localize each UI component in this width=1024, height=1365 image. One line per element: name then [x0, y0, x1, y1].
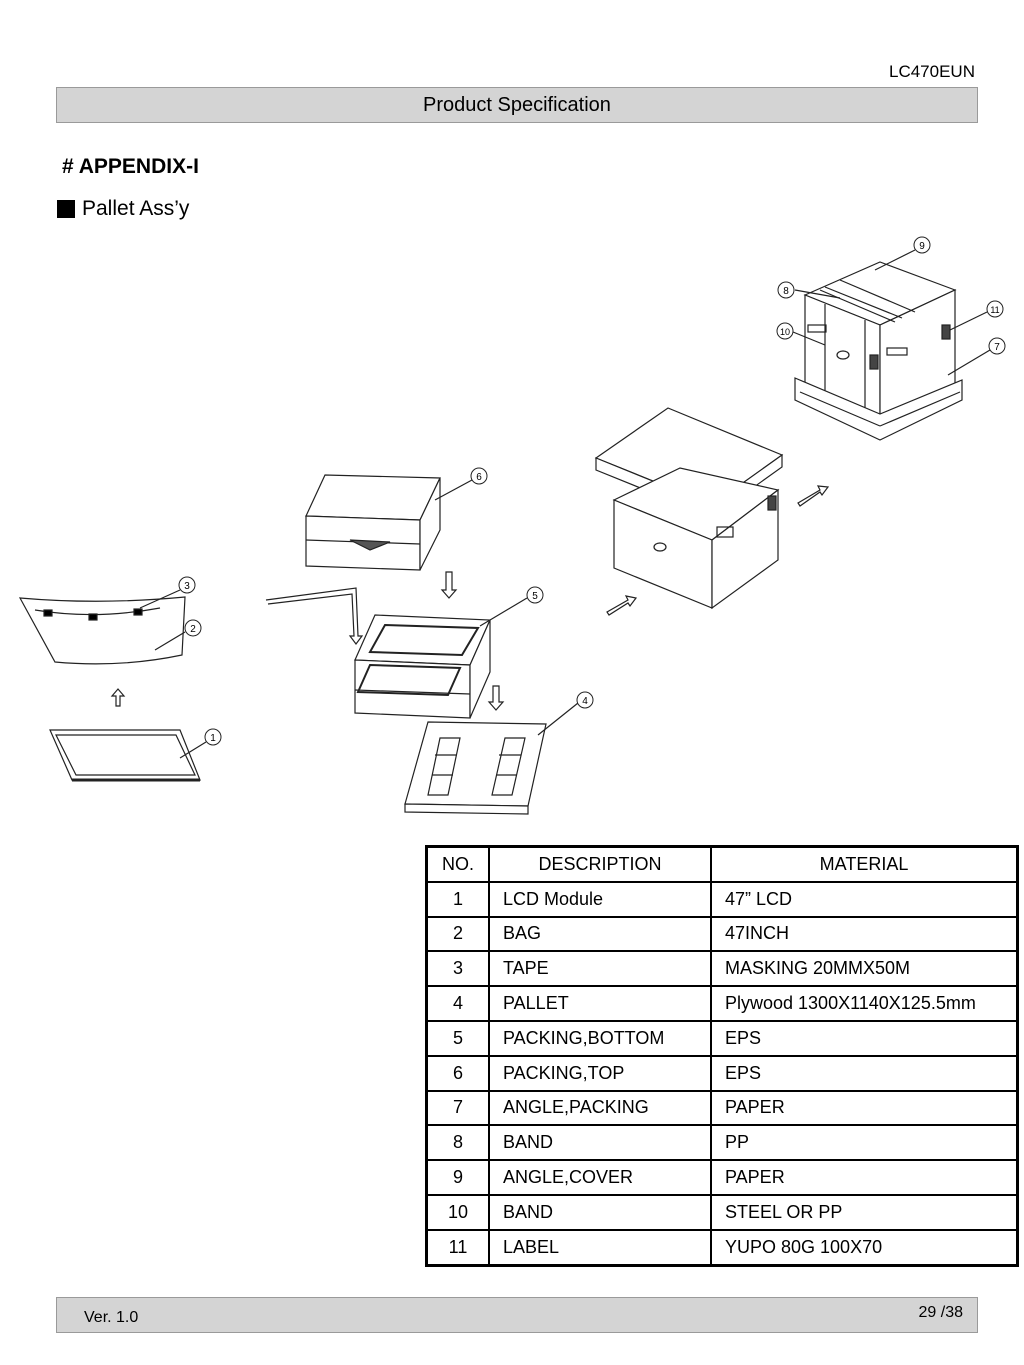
cell-material: 47INCH: [710, 915, 1019, 953]
cell-no: 5: [425, 1019, 490, 1057]
header-no: NO.: [425, 845, 490, 883]
cell-material: PP: [710, 1124, 1019, 1162]
callout-8: 8: [783, 286, 789, 297]
page-footer: Ver. 1.0 29 /38: [56, 1297, 978, 1333]
callout-6: 6: [476, 472, 482, 483]
cell-material: 47” LCD: [710, 880, 1019, 918]
callout-9: 9: [919, 241, 925, 252]
cell-description: ANGLE,COVER: [488, 1159, 712, 1196]
cell-material: PAPER: [710, 1159, 1019, 1196]
cell-description: BAG: [488, 915, 712, 953]
version-label: Ver. 1.0: [84, 1309, 139, 1326]
carton-drawing: [594, 407, 784, 610]
cell-material: YUPO 80G 100X70: [710, 1228, 1019, 1267]
cell-description: PACKING,TOP: [488, 1054, 712, 1092]
appendix-title: # APPENDIX-I: [62, 155, 199, 178]
cell-material: EPS: [710, 1054, 1019, 1092]
cell-description: BAND: [488, 1193, 712, 1231]
cell-description: LABEL: [488, 1228, 712, 1267]
cell-description: ANGLE,PACKING: [488, 1089, 712, 1127]
callout-5: 5: [532, 591, 538, 602]
bag-drawing: [18, 596, 186, 665]
lcd-module-drawing: [49, 729, 201, 782]
cell-description: TAPE: [488, 950, 712, 988]
cell-material: MASKING 20MMX50M: [710, 950, 1019, 988]
packed-pallet-drawing: [794, 261, 963, 441]
callout-4: 4: [582, 696, 588, 707]
cell-material: PAPER: [710, 1089, 1019, 1127]
cell-description: LCD Module: [488, 880, 712, 918]
page-header: Product Specification: [56, 87, 978, 123]
cell-no: 10: [425, 1193, 490, 1231]
cell-description: PALLET: [488, 985, 712, 1022]
callout-leaders: [139, 249, 991, 759]
cell-material: Plywood 1300X1140X125.5mm: [710, 985, 1019, 1022]
callout-7: 7: [994, 342, 1000, 353]
cell-description: BAND: [488, 1124, 712, 1162]
callout-2: 2: [190, 624, 196, 635]
cell-no: 7: [425, 1089, 490, 1127]
bullet-square-icon: [57, 200, 75, 218]
exploded-packing-diagram: 1 2 3 4 5 6 7 8 9 10 11: [18, 236, 1006, 815]
packing-top-drawing: [305, 474, 441, 571]
cell-no: 11: [425, 1228, 490, 1267]
header-material: MATERIAL: [710, 845, 1019, 883]
callout-11: 11: [990, 305, 999, 315]
table-header-row: NO. DESCRIPTION MATERIAL: [425, 845, 1019, 883]
cell-material: EPS: [710, 1019, 1019, 1057]
cell-no: 4: [425, 985, 490, 1022]
callout-3: 3: [184, 581, 190, 592]
header-description: DESCRIPTION: [488, 845, 712, 883]
packing-bottom-drawing: [354, 614, 491, 719]
cell-material: STEEL OR PP: [710, 1193, 1019, 1231]
cell-no: 3: [425, 950, 490, 988]
pallet-drawing: [404, 721, 547, 815]
cell-description: PACKING,BOTTOM: [488, 1019, 712, 1057]
page-number: 29 /38: [918, 1304, 963, 1321]
callout-1: 1: [210, 733, 216, 744]
arrow-icons: [110, 485, 830, 711]
page-title: Product Specification: [423, 93, 611, 116]
section-title: Pallet Ass’y: [82, 197, 190, 220]
callout-10: 10: [780, 327, 790, 337]
cell-no: 2: [425, 915, 490, 953]
cell-no: 9: [425, 1159, 490, 1196]
cell-no: 8: [425, 1124, 490, 1162]
section-heading: Pallet Ass’y: [57, 197, 189, 221]
cell-no: 6: [425, 1054, 490, 1092]
cell-no: 1: [425, 880, 490, 918]
callout-markers: 1 2 3 4 5 6 7 8 9 10 11: [178, 236, 1006, 746]
model-number: LC470EUN: [889, 62, 975, 81]
